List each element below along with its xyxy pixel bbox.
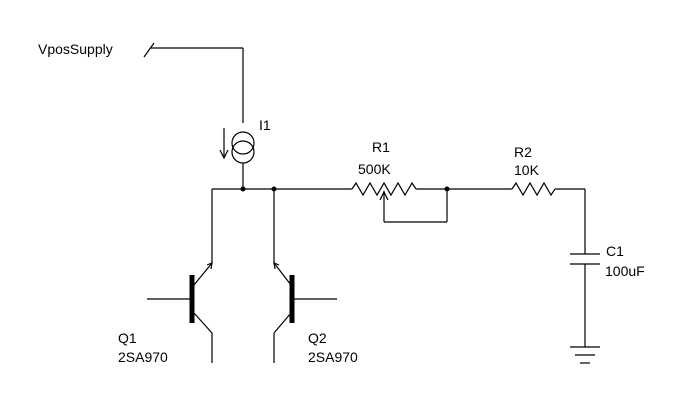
potentiometer-r1 [351, 181, 448, 223]
resistor-r2 [447, 181, 585, 197]
transistor-q1 [147, 189, 213, 363]
capacitor-c1 [570, 189, 600, 347]
r2-ref-label: R2 [514, 144, 532, 160]
supply-port [143, 42, 244, 123]
r1-value-label: 500K [358, 161, 391, 177]
r2-value-label: 10K [514, 162, 540, 178]
q2-ref-label: Q2 [308, 330, 327, 346]
c1-value-label: 100uF [605, 263, 645, 279]
ground-symbol [570, 346, 600, 364]
c1-ref-label: C1 [606, 243, 624, 259]
current-source-i1 [219, 128, 255, 189]
supply-label: VposSupply [38, 41, 113, 57]
i1-label: I1 [259, 117, 271, 133]
r1-ref-label: R1 [372, 139, 390, 155]
junction-dot [240, 186, 246, 192]
q2-value-label: 2SA970 [308, 349, 358, 365]
q1-value-label: 2SA970 [118, 349, 168, 365]
q1-ref-label: Q1 [118, 330, 137, 346]
transistor-q2 [273, 189, 337, 363]
